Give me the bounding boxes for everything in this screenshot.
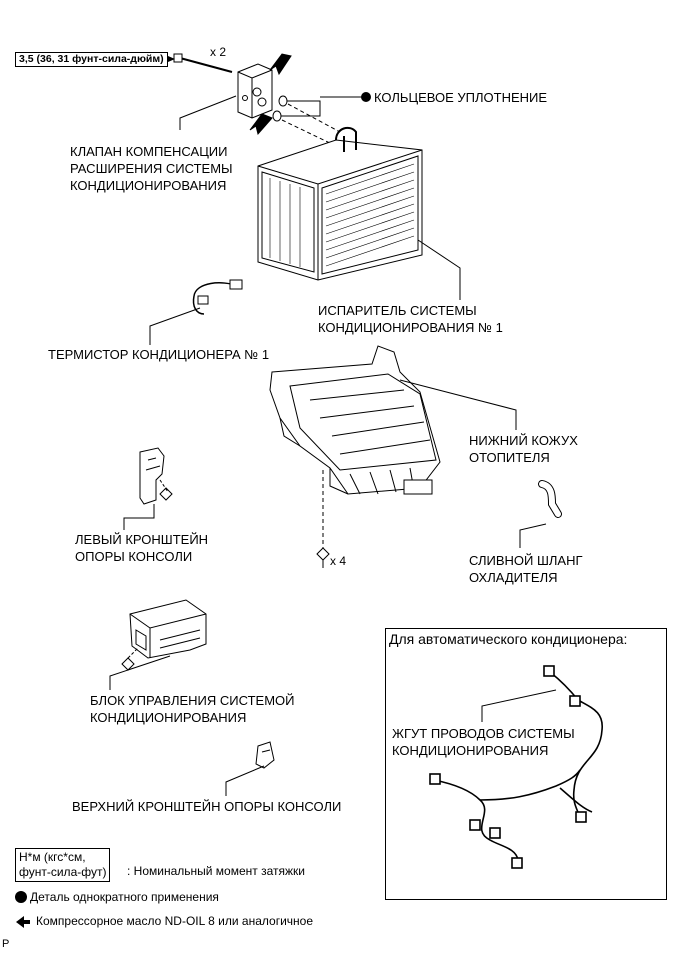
- auto-ac-title: Для автоматического кондиционера:: [389, 631, 628, 647]
- torque-unit-legend: Н*м (кгс*см, фунт-сила-фут): [15, 848, 111, 882]
- heater-case: [269, 345, 441, 495]
- evaporator-label-2: КОНДИЦИОНИРОВАНИЯ № 1: [318, 320, 503, 335]
- oil-arrow-lower: [249, 113, 273, 136]
- harness-label-2: КОНДИЦИОНИРОВАНИЯ: [392, 743, 549, 758]
- harness-label-1: ЖГУТ ПРОВОДОВ СИСТЕМЫ: [392, 726, 575, 741]
- valve-label-3: КОНДИЦИОНИРОВАНИЯ: [70, 178, 227, 193]
- o-ring-lower: [272, 110, 282, 122]
- drain-hose-label-2: ОХЛАДИТЕЛЯ: [469, 570, 558, 585]
- torque-desc: : Номинальный момент затяжки: [127, 864, 305, 878]
- torque-unit-line-1: Н*м (кгс*см,: [19, 850, 86, 864]
- single-use-marker: [361, 92, 371, 102]
- bolt-qty: x 2: [210, 45, 227, 59]
- screw: [316, 547, 330, 568]
- evaporator-label-1: ИСПАРИТЕЛЬ СИСТЕМЫ: [318, 303, 477, 318]
- valve-label-1: КЛАПАН КОМПЕНСАЦИИ: [70, 144, 228, 159]
- left-bracket-label-2: ОПОРЫ КОНСОЛИ: [75, 549, 193, 564]
- control-unit: [109, 599, 207, 690]
- o-ring-label: КОЛЬЦЕВОЕ УПЛОТНЕНИЕ: [374, 90, 548, 105]
- o-ring-upper: [278, 95, 288, 107]
- heater-case-label-2: ОТОПИТЕЛЯ: [469, 450, 550, 465]
- oil-arrow-upper: [269, 53, 292, 76]
- corner-mark: P: [2, 938, 10, 950]
- torque-unit-line-2: фунт-сила-фут): [19, 865, 107, 879]
- control-unit-label-2: КОНДИЦИОНИРОВАНИЯ: [90, 710, 247, 725]
- left-bracket-label-1: ЛЕВЫЙ КРОНШТЕЙН: [75, 532, 209, 547]
- oil-desc: Компрессорное масло ND-OIL 8 или аналоги…: [36, 914, 314, 928]
- valve-label-2: РАСШИРЕНИЯ СИСТЕМЫ: [70, 161, 233, 176]
- legend-single-use-marker: [15, 891, 27, 903]
- evaporator: [257, 126, 423, 281]
- upper-bracket: [225, 741, 275, 796]
- expansion-valve: [237, 63, 273, 119]
- thermistor-label: ТЕРМИСТОР КОНДИЦИОНЕРА № 1: [48, 347, 270, 362]
- wire-harness: [429, 665, 603, 869]
- thermistor: [149, 279, 243, 345]
- control-unit-label-1: БЛОК УПРАВЛЕНИЯ СИСТЕМОЙ: [90, 693, 295, 708]
- heater-case-label-1: НИЖНИЙ КОЖУХ: [469, 433, 578, 448]
- torque-spec: 3,5 (36, 31 фунт-сила-дюйм): [15, 52, 175, 67]
- drain-hose-label-1: СЛИВНОЙ ШЛАНГ: [469, 553, 583, 568]
- left-bracket: [123, 447, 173, 530]
- upper-bracket-label: ВЕРХНИЙ КРОНШТЕЙН ОПОРЫ КОНСОЛИ: [72, 799, 342, 814]
- single-use-desc: Деталь однократного применения: [30, 890, 219, 904]
- drain-hose: [519, 480, 562, 548]
- legend-oil-arrow: [16, 916, 30, 928]
- auto-ac-panel: Для автоматического кондиционера: ЖГУТ П…: [385, 628, 667, 900]
- screw-qty: x 4: [330, 554, 347, 568]
